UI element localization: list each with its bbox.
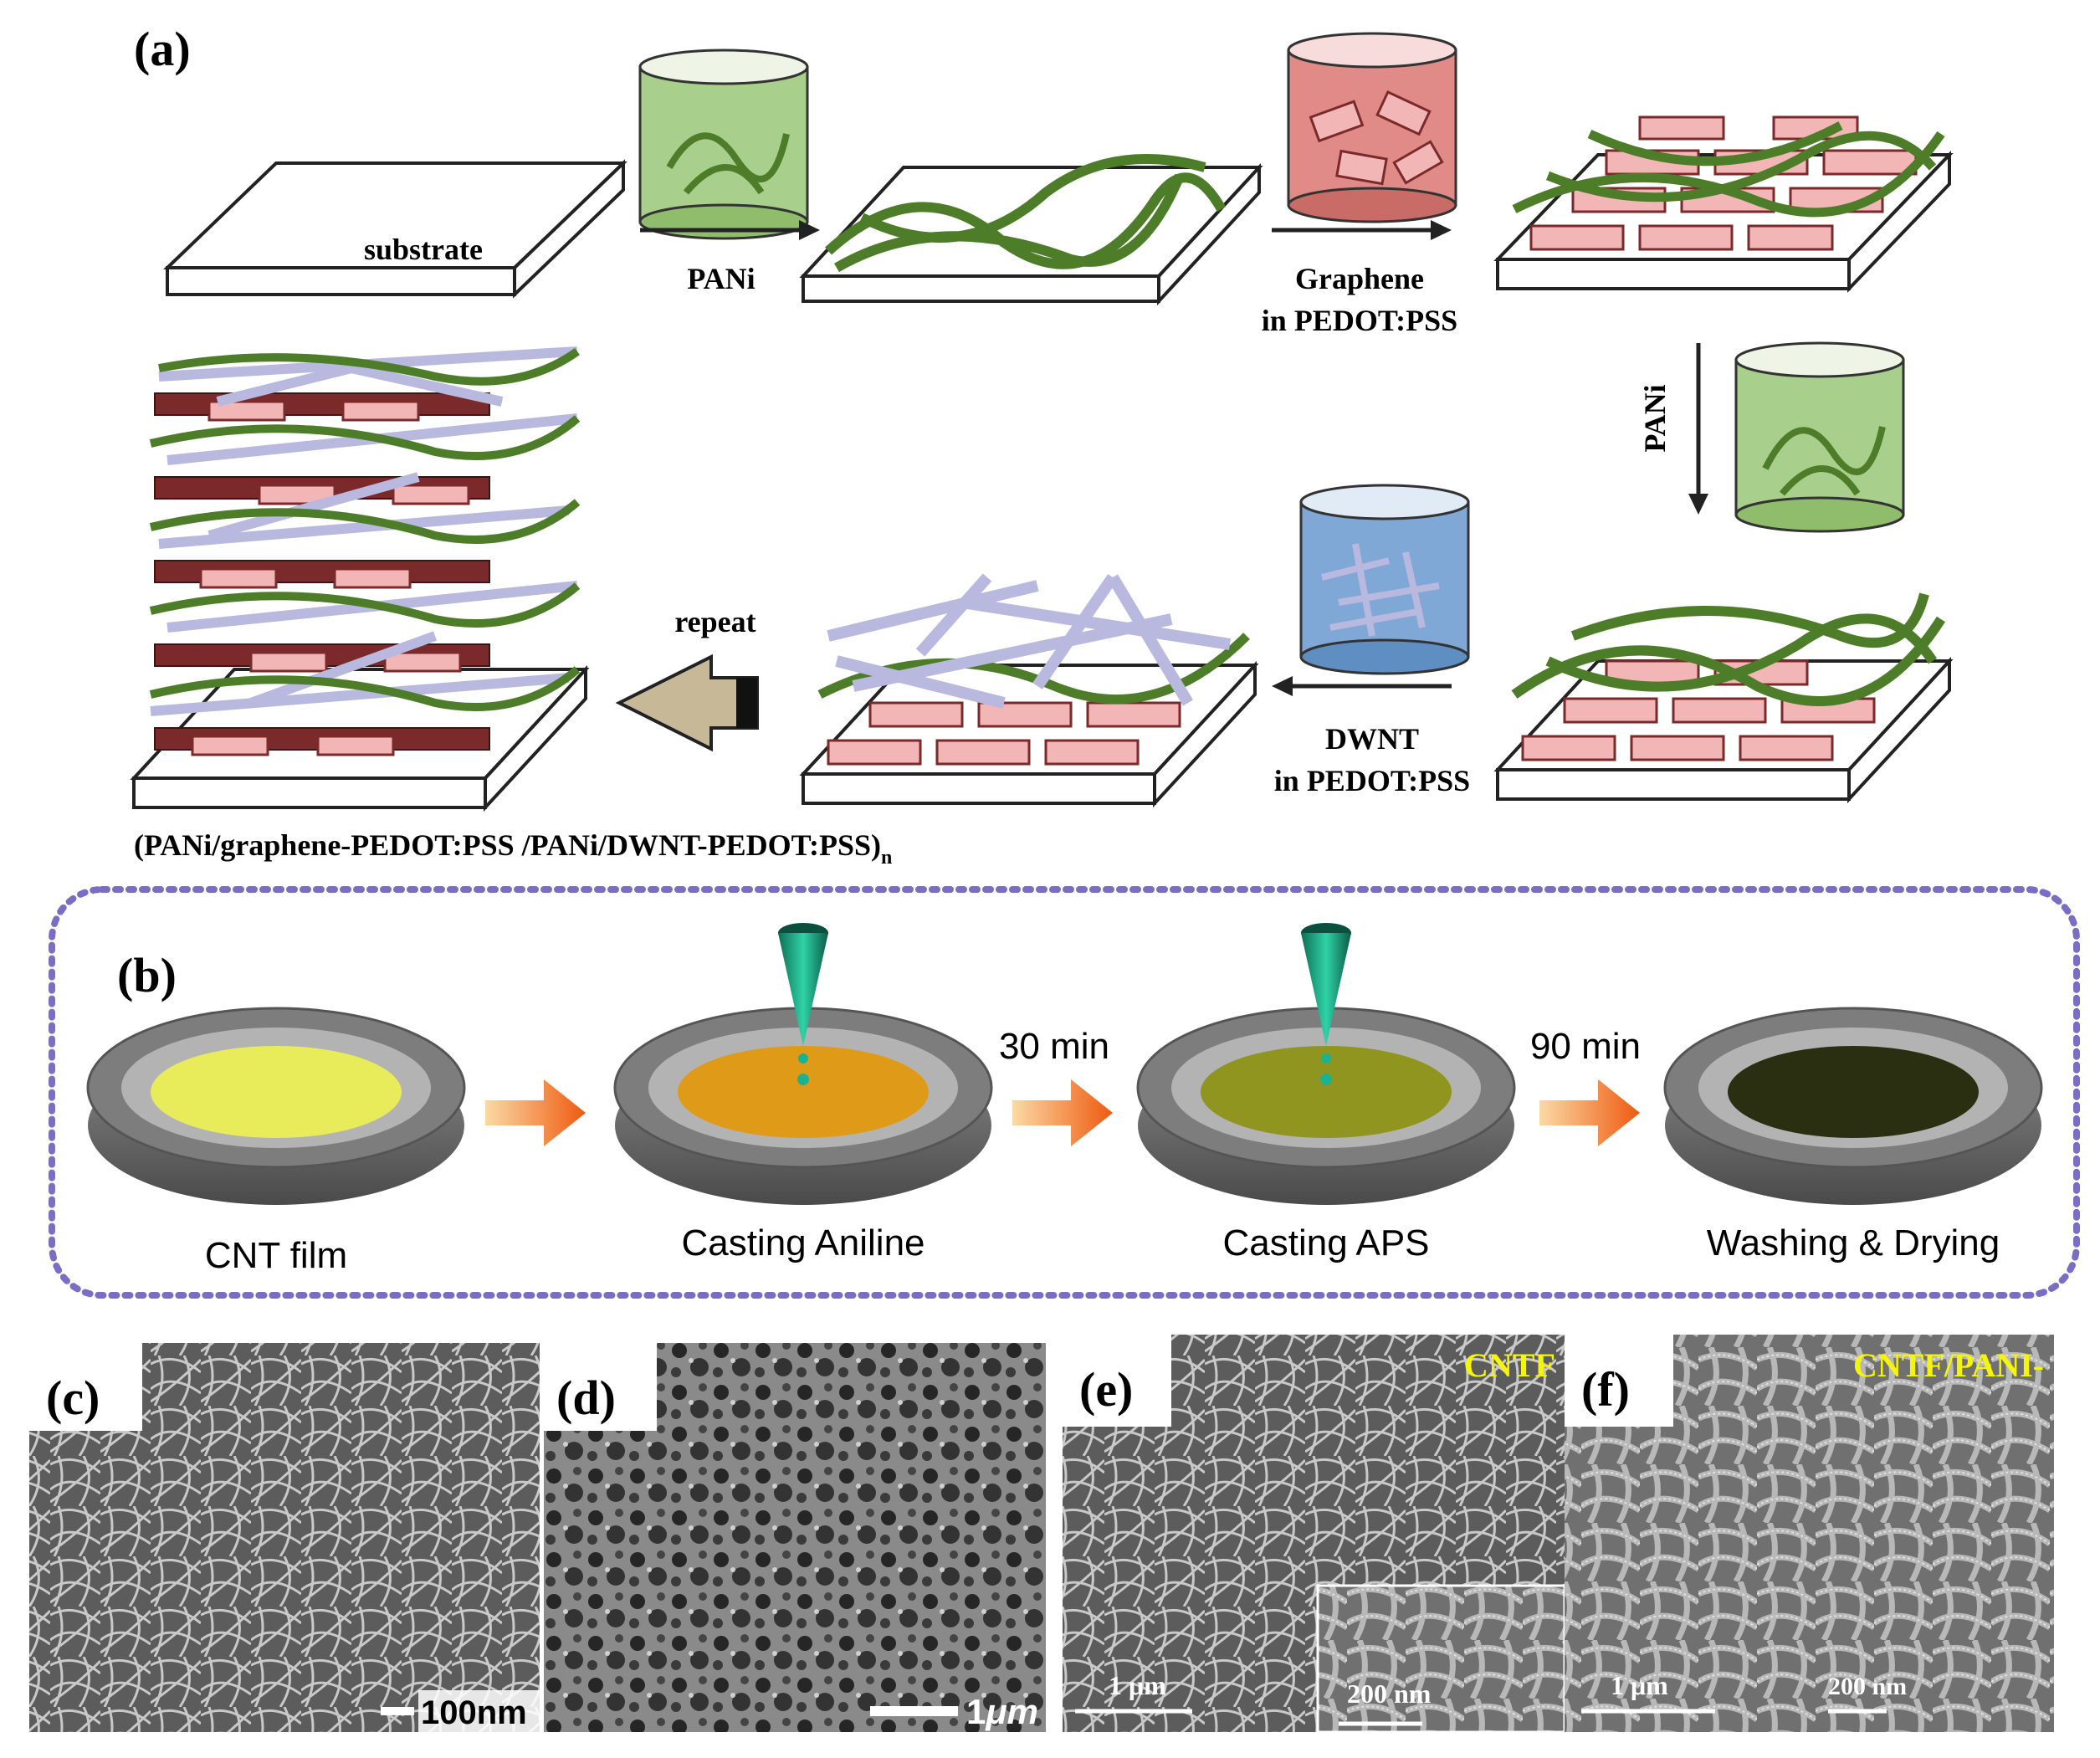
pipette-tip-2 (1301, 933, 1351, 1046)
step4-label-line1: DWNT (1325, 722, 1419, 756)
panel-b: (b) 30 min 90 min (49, 886, 2080, 1299)
step-label-casting-aniline: Casting Aniline (681, 1222, 925, 1263)
sem-panel-d: (d) 1μm (544, 1343, 1046, 1732)
graphene-layer-substrate (1493, 115, 1954, 293)
film-dark (1728, 1046, 1979, 1138)
beaker-dwnt (1299, 484, 1470, 675)
step-label-cnt-film: CNT film (205, 1235, 347, 1276)
dish-casting-aps (1136, 923, 1516, 1205)
inset-e (1316, 1584, 1566, 1734)
dish-casting-aniline (613, 923, 993, 1205)
pani-on-graphene-substrate (1493, 592, 1954, 804)
scale-label-d-unit: μm (985, 1692, 1038, 1731)
formula-subscript: n (881, 847, 892, 869)
formula-text: (PANi/graphene-PEDOT:PSS /PANi/DWNT-PEDO… (134, 828, 881, 862)
dish-cnt-film (86, 1007, 466, 1205)
inset-scale-label-e: 200 nm (1347, 1679, 1432, 1709)
formula-label: (PANi/graphene-PEDOT:PSS /PANi/DWNT-PEDO… (134, 828, 892, 869)
panel-d-label: (d) (556, 1371, 616, 1425)
dish-washing-drying (1663, 1007, 2043, 1205)
process-arrow-1 (485, 1079, 586, 1146)
sem-panel-f: (f) CNTF/PANI- 1 μm 200 nm (1565, 1335, 2054, 1732)
sem-panel-c: (c) 100nm (29, 1343, 540, 1732)
film-orange (678, 1046, 929, 1138)
substrate-label: substrate (364, 233, 483, 266)
time1-label: 30 min (999, 1026, 1109, 1067)
repeat-arrow-tail (736, 678, 757, 728)
arrow-step3-head (1688, 494, 1708, 515)
film-yellow (151, 1046, 402, 1138)
time2-label: 90 min (1530, 1026, 1641, 1067)
step2-label-line2: in PEDOT:PSS (1262, 304, 1457, 337)
panel-c-label: (c) (46, 1371, 100, 1425)
multilayer-stack (130, 346, 590, 812)
pipette-tip-1 (778, 933, 828, 1046)
scale-label-d: 1μm (966, 1692, 1038, 1731)
sem-panel-e: (e) CNTF 1 μm 200 nm (1063, 1335, 1566, 1734)
panel-e-label: (e) (1079, 1362, 1133, 1417)
step-label-washing-drying: Washing & Drying (1707, 1222, 2000, 1263)
scale-label-d-number: 1 (966, 1692, 986, 1731)
panel-b-label: (b) (117, 948, 177, 1002)
step3-label: PANi (1638, 384, 1672, 452)
beaker-pani-2 (1734, 341, 1905, 533)
arrow-step2-head (1431, 220, 1452, 240)
repeat-label: repeat (674, 605, 755, 638)
process-arrow-3 (1539, 1079, 1640, 1146)
panel-a-label: (a) (134, 22, 191, 76)
panel-a: (a) substrate PANi (130, 22, 1954, 869)
film-olive (1201, 1046, 1452, 1138)
tag-f: CNTF/PANI- (1853, 1346, 2044, 1384)
scale-label-c: 100nm (421, 1694, 527, 1731)
step4-label-line2: in PEDOT:PSS (1274, 764, 1470, 797)
beaker-pani-1 (638, 49, 809, 240)
substrate-plate (163, 159, 627, 299)
process-arrow-2 (1012, 1079, 1113, 1146)
scale-label-f: 1 μm (1611, 1670, 1668, 1700)
arrow-step1-head (799, 220, 820, 240)
dwnt-layer-substrate (799, 573, 1259, 808)
step2-label-line1: Graphene (1295, 262, 1424, 295)
beaker-graphene (1287, 32, 1457, 223)
step1-label: PANi (687, 262, 755, 295)
scale-label-e: 1 μm (1109, 1670, 1166, 1700)
arrow-step4-head (1272, 676, 1293, 696)
tag-e: CNTF (1464, 1346, 1555, 1384)
step-label-casting-aps: Casting APS (1222, 1222, 1429, 1263)
panel-b-dashed-border (49, 886, 2080, 1299)
inset-scale-label-f: 200 nm (1828, 1673, 1907, 1700)
panel-f-label: (f) (1581, 1362, 1630, 1417)
pani-layer-substrate (799, 154, 1263, 306)
